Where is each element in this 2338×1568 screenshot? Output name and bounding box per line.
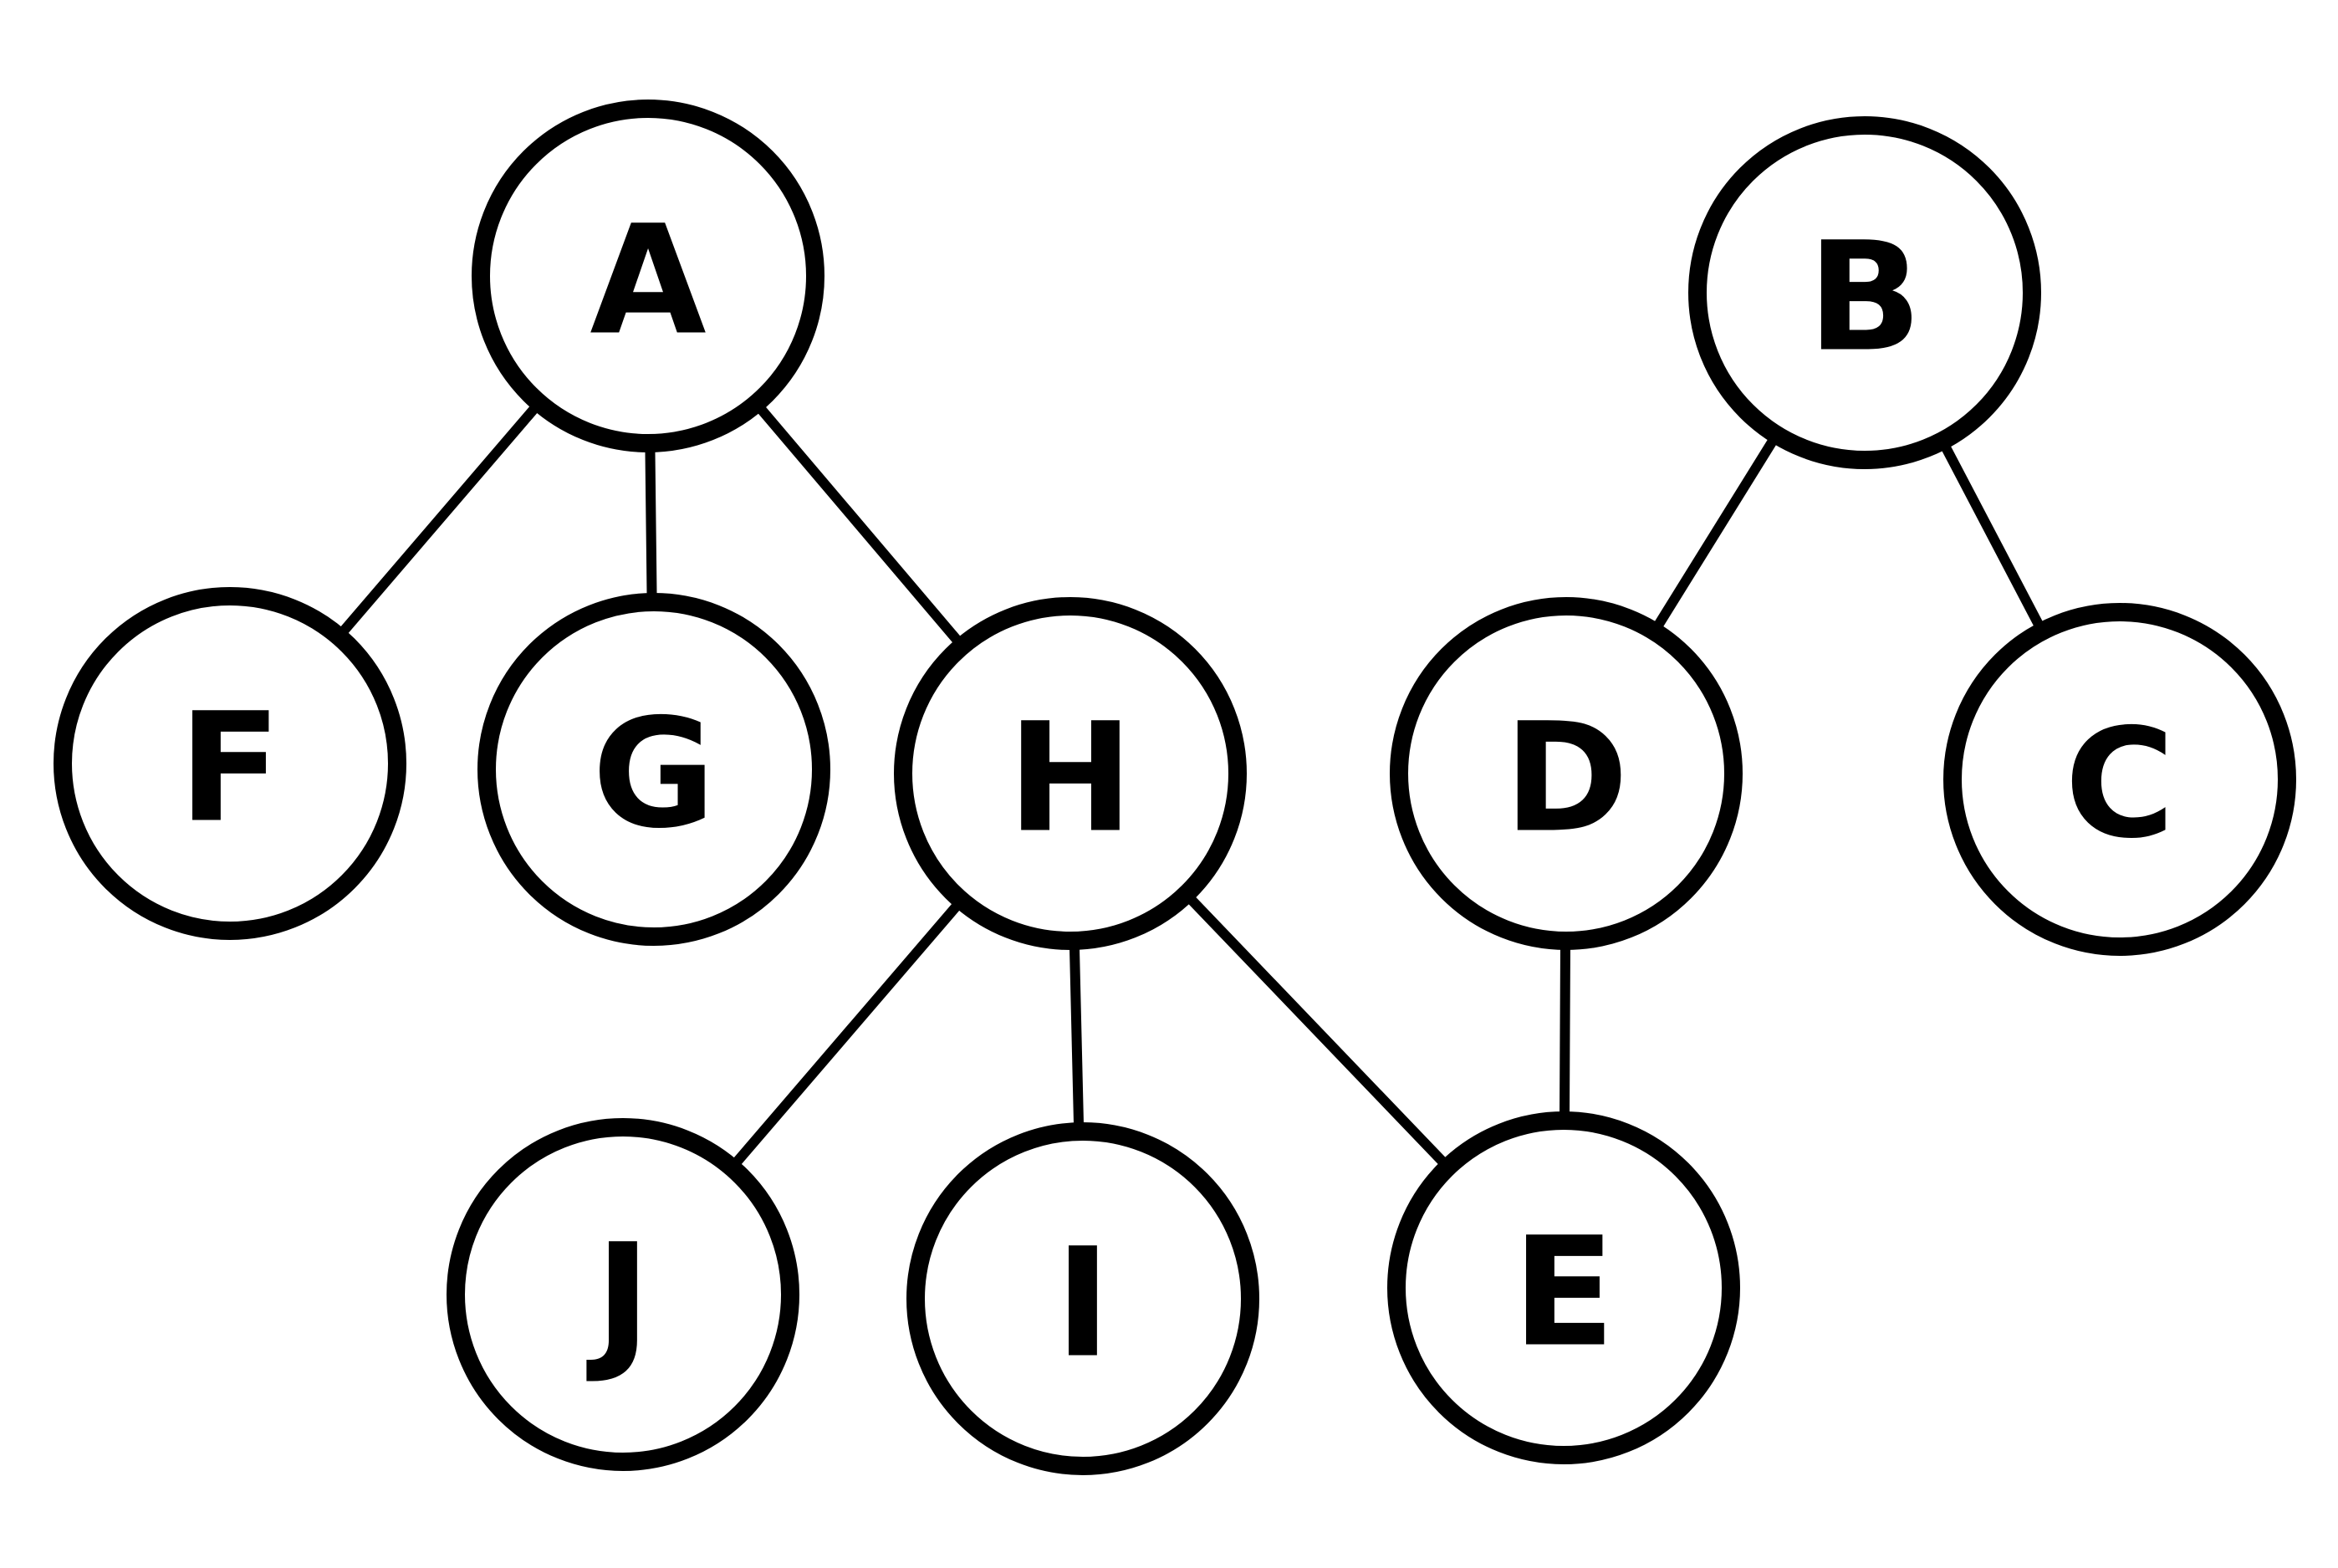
- node-label: G: [592, 687, 716, 862]
- node-j: J: [447, 1118, 799, 1471]
- node-i: I: [906, 1122, 1259, 1475]
- node-b: B: [1688, 116, 2041, 469]
- node-label: B: [1807, 211, 1922, 386]
- node-circle: [1943, 603, 2296, 956]
- node-circle: [1390, 597, 1743, 950]
- node-circle: [1688, 116, 2041, 469]
- node-label: C: [2065, 697, 2175, 872]
- node-circle: [477, 593, 830, 946]
- node-label: E: [1513, 1206, 1616, 1381]
- node-f: F: [54, 587, 406, 940]
- nodes-layer: A B F G H D C J I E: [54, 100, 2296, 1475]
- node-label: D: [1503, 692, 1628, 866]
- node-d: D: [1390, 597, 1743, 950]
- node-circle: [472, 100, 824, 452]
- node-label: F: [179, 682, 282, 856]
- node-a: A: [472, 100, 824, 452]
- node-h: H: [894, 597, 1247, 950]
- node-g: G: [477, 593, 830, 946]
- node-circle: [1387, 1111, 1740, 1464]
- node-circle: [906, 1122, 1259, 1475]
- node-circle: [447, 1118, 799, 1471]
- node-label: A: [590, 194, 706, 369]
- node-label: H: [1008, 692, 1134, 866]
- node-label: I: [1055, 1217, 1111, 1392]
- node-circle: [54, 587, 406, 940]
- node-c: C: [1943, 603, 2296, 956]
- node-e: E: [1387, 1111, 1740, 1464]
- node-circle: [894, 597, 1247, 950]
- node-label: J: [586, 1213, 651, 1387]
